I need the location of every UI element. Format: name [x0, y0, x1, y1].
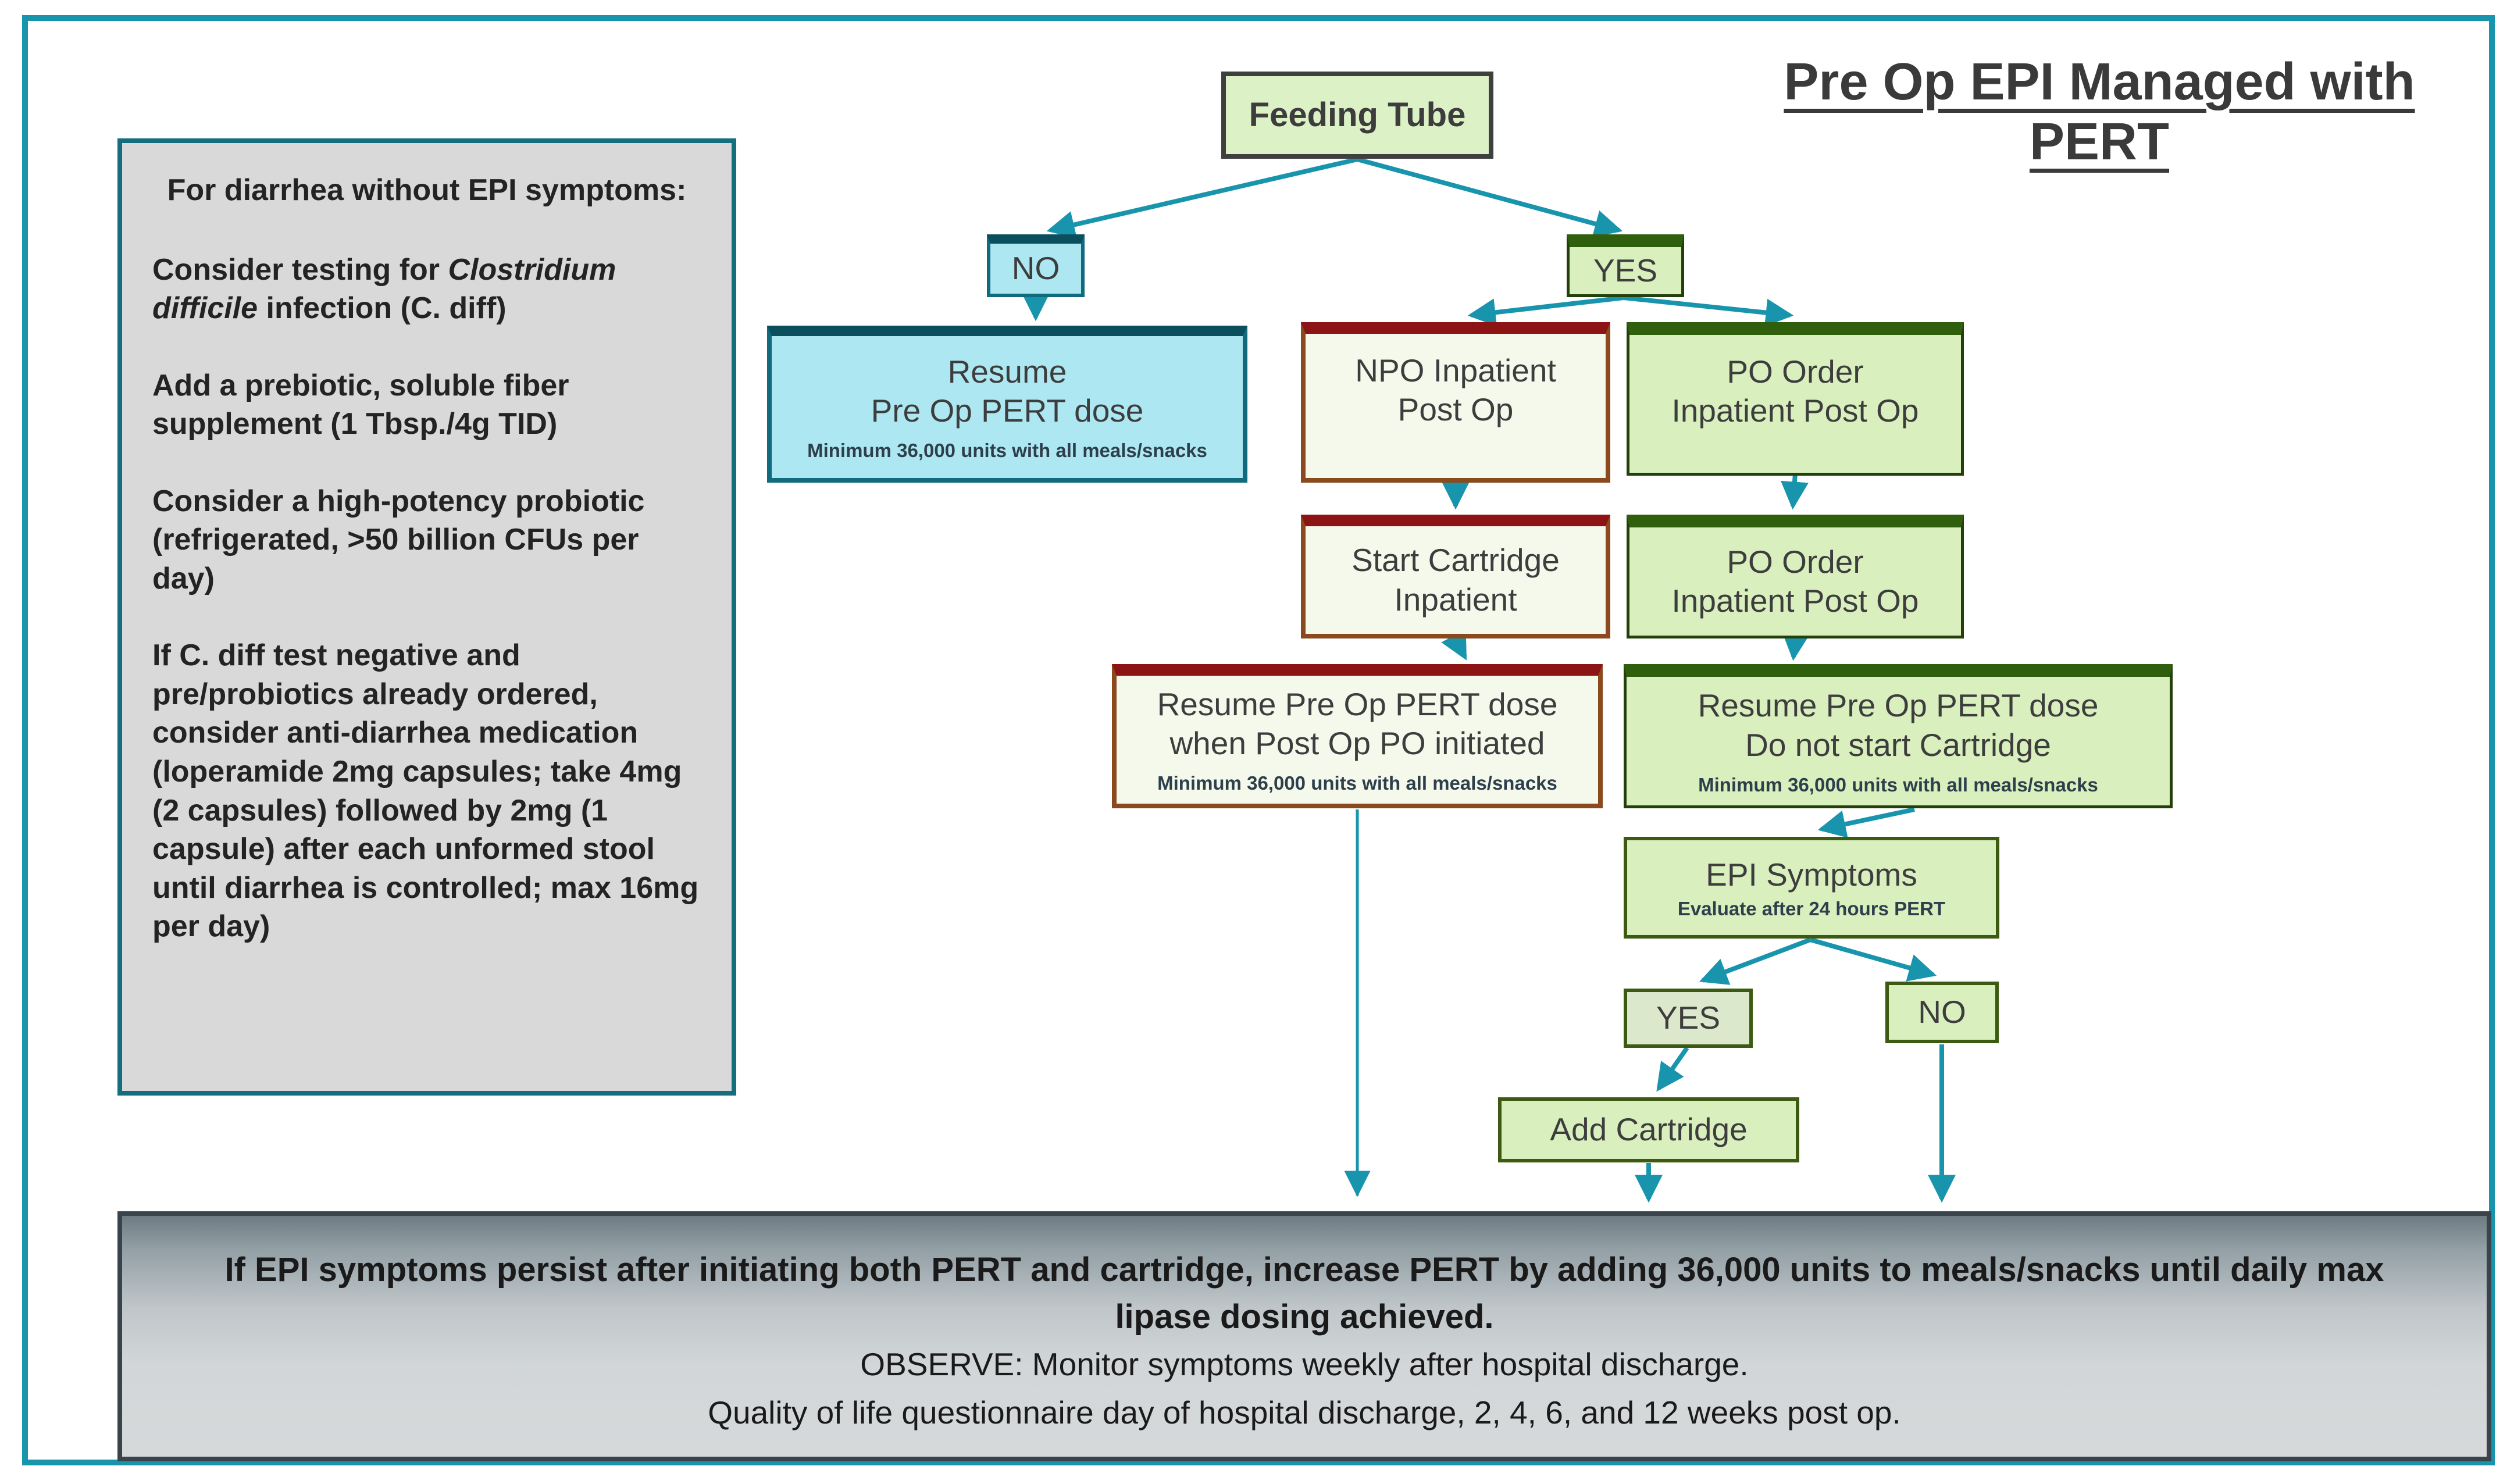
node-yes-top-label: YES — [1593, 252, 1658, 288]
text-segment: infection (C. diff) — [258, 291, 507, 326]
arrow-feedingtube-yes — [1356, 157, 1623, 238]
arrow-poorder1-poorder2 — [1781, 473, 1809, 510]
arrow-poorder2-resume — [1782, 632, 1810, 661]
node-resume-pert-title: Resume Pre Op PERT dose — [871, 353, 1144, 429]
node-start-cartridge: Start Cartridge Inpatient — [1301, 515, 1610, 638]
arrow-feedingtube-no — [1046, 157, 1358, 239]
node-resume-no-cartridge-subtitle: Minimum 36,000 units with all meals/snac… — [1698, 773, 2098, 795]
node-no-bottom-label: NO — [1918, 994, 1966, 1030]
node-no-top-label: NO — [1011, 250, 1060, 287]
node-npo-inpatient-label: NPO Inpatient Post Op — [1355, 352, 1556, 428]
node-resume-pert: Resume Pre Op PERT dose Minimum 36,000 u… — [767, 326, 1247, 483]
arrow-epi-yes — [1699, 937, 1811, 985]
node-start-cartridge-label: Start Cartridge Inpatient — [1352, 542, 1560, 618]
node-feeding-tube: Feeding Tube — [1221, 72, 1493, 159]
node-po-order-1: PO Order Inpatient Post Op — [1627, 322, 1964, 476]
page-title: Pre Op EPI Managed with PERT — [1784, 53, 2415, 171]
node-resume-no-cartridge-title: Resume Pre Op PERT dose Do not start Car… — [1698, 687, 2099, 763]
arrow-epi-no — [1809, 937, 1937, 982]
node-yes-bottom-label: YES — [1656, 1000, 1721, 1036]
node-resume-when-po-subtitle: Minimum 36,000 units with all meals/snac… — [1157, 772, 1557, 794]
node-yes-top: YES — [1567, 234, 1684, 297]
node-add-cartridge-label: Add Cartridge — [1550, 1111, 1748, 1148]
arrow-yes-npo — [1467, 295, 1624, 327]
node-yes-bottom: YES — [1624, 989, 1753, 1048]
node-no-bottom: NO — [1885, 982, 1999, 1043]
node-po-order-2: PO Order Inpatient Post Op — [1627, 515, 1964, 638]
info-panel-heading: For diarrhea without EPI symptoms: — [167, 173, 687, 207]
info-paragraph-antidiarrhea: If C. diff test negative and pre/probiot… — [152, 638, 699, 944]
node-epi-symptoms-title: EPI Symptoms — [1706, 856, 1917, 893]
info-paragraph-prebiotic: Add a prebiotic, soluble fiber supplemen… — [152, 368, 569, 441]
footer-line-1: If EPI symptoms persist after initiating… — [224, 1251, 2384, 1336]
node-resume-no-cartridge: Resume Pre Op PERT dose Do not start Car… — [1624, 664, 2173, 808]
info-paragraph-probiotic: Consider a high-potency probiotic (refri… — [152, 484, 645, 595]
text-segment: Consider testing for — [152, 252, 448, 287]
arrow-yes-poorder — [1623, 295, 1794, 327]
footer-note: If EPI symptoms persist after initiating… — [117, 1211, 2491, 1461]
node-po-order-1-label: PO Order Inpatient Post Op — [1671, 354, 1919, 429]
node-add-cartridge: Add Cartridge — [1498, 1097, 1799, 1162]
arrow-resume-episymptoms — [1817, 807, 1915, 838]
footer-line-2: OBSERVE: Monitor symptoms weekly after h… — [860, 1346, 1749, 1383]
footer-line-3: Quality of life questionnaire day of hos… — [708, 1394, 1901, 1431]
node-resume-when-po-title: Resume Pre Op PERT dose when Post Op PO … — [1157, 686, 1558, 761]
node-resume-when-po: Resume Pre Op PERT dose when Post Op PO … — [1112, 664, 1603, 808]
node-epi-symptoms: EPI Symptoms Evaluate after 24 hours PER… — [1624, 837, 1999, 939]
node-npo-inpatient: NPO Inpatient Post Op — [1301, 322, 1610, 483]
node-epi-symptoms-subtitle: Evaluate after 24 hours PERT — [1677, 898, 1946, 920]
node-po-order-2-label: PO Order Inpatient Post Op — [1671, 543, 1919, 619]
node-no-top: NO — [987, 234, 1085, 297]
outer-frame — [22, 15, 2495, 1465]
arrow-startcartridge-resume — [1441, 629, 1467, 661]
node-feeding-tube-label: Feeding Tube — [1249, 95, 1466, 134]
arrow-yes-addcartridge — [1656, 1046, 1689, 1092]
diarrhea-info-panel: For diarrhea without EPI symptoms: Consi… — [117, 138, 736, 1096]
info-paragraph-cdiff: Consider testing for Clostridium diffici… — [152, 251, 701, 328]
node-resume-pert-subtitle: Minimum 36,000 units with all meals/snac… — [807, 440, 1207, 462]
text-segment-italic: Clostridium difficile — [152, 252, 616, 326]
